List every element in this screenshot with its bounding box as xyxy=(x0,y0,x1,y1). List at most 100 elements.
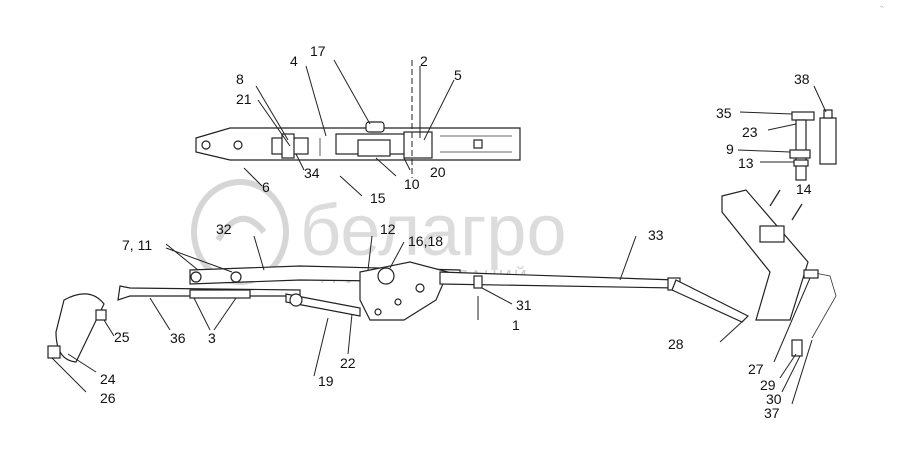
leader-4 xyxy=(305,65,327,137)
leader-34 xyxy=(295,153,305,171)
leader-36 xyxy=(149,297,171,331)
ring-9 xyxy=(789,149,811,159)
bracket-pin xyxy=(281,133,295,159)
lever-hole-1 xyxy=(201,140,211,150)
leader-28 xyxy=(719,319,745,343)
fitting-29 xyxy=(791,339,803,357)
callout-22: 22 xyxy=(340,355,356,371)
leader-22 xyxy=(347,313,353,355)
bracket-window xyxy=(759,225,785,243)
leader-7 xyxy=(165,243,199,271)
clamp-right xyxy=(403,131,433,159)
bracket-3 xyxy=(189,289,251,299)
callout-38: 38 xyxy=(794,71,810,87)
link-22 xyxy=(285,293,361,317)
nut-13 xyxy=(793,159,809,167)
callout-29: 29 xyxy=(760,377,776,393)
leader-17 xyxy=(333,59,371,125)
callout-10: 10 xyxy=(404,176,420,192)
leader-25 xyxy=(103,319,115,337)
plate-hole-a xyxy=(415,283,425,293)
callout-1: 1 xyxy=(512,317,520,333)
callout-31: 31 xyxy=(516,297,532,313)
callout-7-11: 7, 11 xyxy=(122,237,152,253)
leader-31 xyxy=(481,287,513,305)
callout-19: 19 xyxy=(318,373,334,389)
leader-26 xyxy=(51,357,87,393)
leader-6 xyxy=(243,167,263,187)
leader-21 xyxy=(257,99,291,147)
leader-15 xyxy=(339,175,363,197)
pin-14a xyxy=(769,189,781,207)
watermark-swoosh xyxy=(215,215,267,242)
leader-3b xyxy=(213,297,237,331)
leader-11 xyxy=(165,247,233,273)
cylinder-38-cap xyxy=(823,109,833,119)
leader-27 xyxy=(773,277,811,363)
pipe-28 xyxy=(671,279,750,323)
leader-37 xyxy=(791,339,813,405)
callout-6: 6 xyxy=(262,179,270,195)
leader-24 xyxy=(67,353,97,373)
leader-5 xyxy=(423,79,455,141)
fitting-27 xyxy=(803,269,819,279)
fitting-25 xyxy=(95,309,107,321)
callout-24: 24 xyxy=(100,371,116,387)
callout-13: 13 xyxy=(738,155,754,171)
callout-36: 36 xyxy=(170,330,186,346)
callout-35: 35 xyxy=(716,105,732,121)
link-pin-19 xyxy=(289,293,303,307)
upper-lever-assembly xyxy=(195,60,521,178)
callout-2: 2 xyxy=(420,53,428,69)
leader-30 xyxy=(781,355,801,393)
plate-16 xyxy=(359,261,449,321)
leader-38 xyxy=(813,85,827,113)
callout-34: 34 xyxy=(304,165,320,181)
leader-lines xyxy=(51,59,827,405)
leader-19 xyxy=(313,317,329,377)
callout-33: 33 xyxy=(648,227,664,243)
watermark-brand: белагро xyxy=(300,191,566,271)
callout-26: 26 xyxy=(100,390,116,406)
callout-16-18: 16,18 xyxy=(408,233,443,249)
cylinder-parts xyxy=(769,109,837,221)
callout-14: 14 xyxy=(796,181,812,197)
leader-23 xyxy=(767,123,797,131)
callout-30: 30 xyxy=(766,391,782,407)
callout-15: 15 xyxy=(370,190,386,206)
callout-25: 25 xyxy=(114,329,130,345)
callout-labels: 17 4 2 5 8 21 34 10 20 6 15 38 35 23 9 1… xyxy=(100,43,812,421)
nut-26 xyxy=(47,345,61,359)
leader-10 xyxy=(375,157,397,177)
callout-21: 21 xyxy=(236,91,252,107)
callout-17: 17 xyxy=(310,43,326,59)
pin-14b xyxy=(791,203,803,221)
leader-9 xyxy=(737,149,791,153)
leader-33 xyxy=(619,235,637,281)
leader-32 xyxy=(253,235,265,271)
clamp-knob xyxy=(365,121,385,133)
rail-bolt xyxy=(473,139,483,149)
callout-9: 9 xyxy=(726,141,734,157)
leader-20 xyxy=(403,157,411,171)
callout-32: 32 xyxy=(216,221,232,237)
pivot-12 xyxy=(377,267,395,285)
leader-29 xyxy=(779,353,797,379)
callout-5: 5 xyxy=(454,67,462,83)
callout-3: 3 xyxy=(208,330,216,346)
clamp-center xyxy=(357,139,391,157)
corner-mark: ‵‵ xyxy=(880,5,884,14)
callout-28: 28 xyxy=(668,336,684,352)
bracket-24 xyxy=(55,293,105,363)
callout-23: 23 xyxy=(742,124,758,140)
callout-8: 8 xyxy=(236,71,244,87)
callout-37: 37 xyxy=(764,405,780,421)
leader-12 xyxy=(367,235,373,271)
lever-hole-2 xyxy=(233,140,243,150)
bolt-7 xyxy=(190,271,202,283)
cylinder-38 xyxy=(819,117,837,165)
bolt-11 xyxy=(230,271,242,283)
leader-16-18 xyxy=(389,241,405,269)
